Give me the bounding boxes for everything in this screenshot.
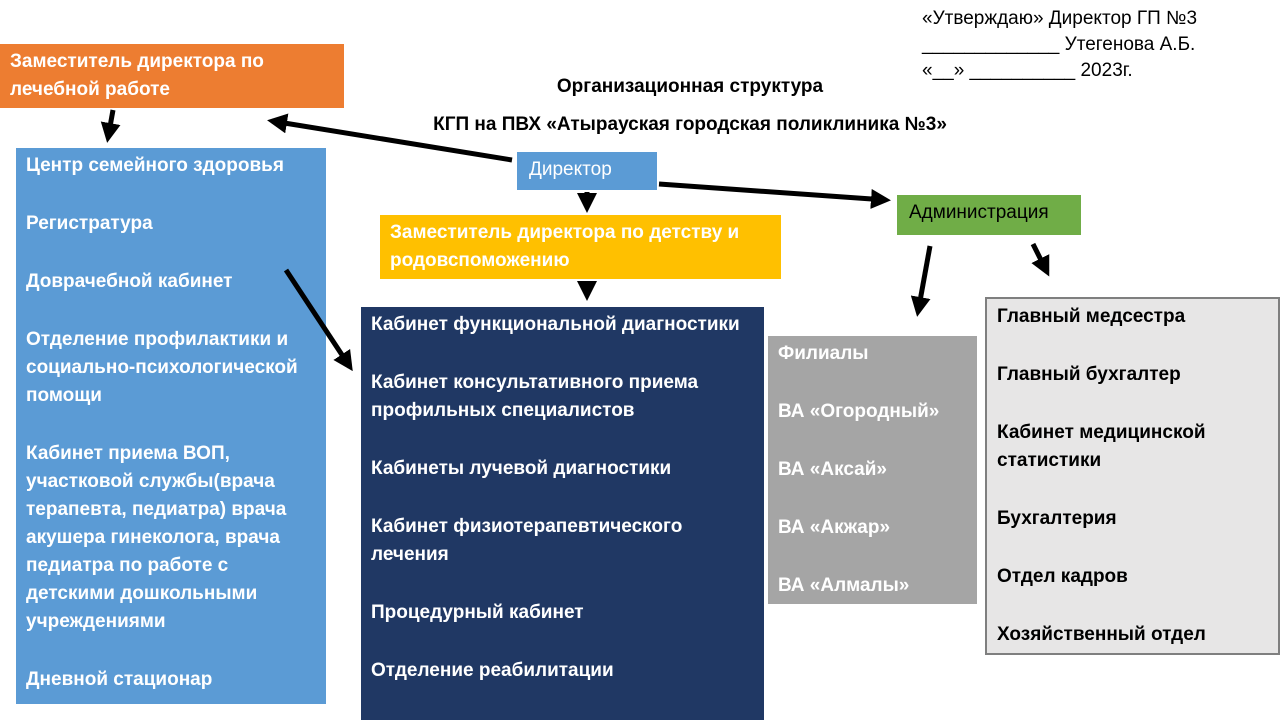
diagnostic-list: Кабинет функциональной диагностики Кабин… (361, 307, 764, 720)
list-item: Отделение профилактики и социально-психо… (26, 329, 298, 406)
list-item: Регистратура (26, 213, 153, 234)
list-item: Кабинет функциональной диагностики (371, 314, 740, 335)
deputy-medical-box: Заместитель директора по лечебной работе (0, 44, 344, 108)
family-health-list: Центр семейного здоровья Регистратура До… (16, 148, 326, 704)
list-item: Дневной стационар (26, 669, 213, 690)
list-item: Кабинет медицинской статистики (997, 422, 1206, 471)
list-item: ВА «Аксай» (778, 459, 887, 480)
list-item: ВА «Алмалы» (778, 575, 910, 596)
arrow-administration-to-branches (910, 245, 933, 317)
list-item: Доврачебной кабинет (26, 271, 233, 292)
administration-box: Администрация (897, 195, 1081, 235)
list-item: Отделение реабилитации (371, 660, 614, 681)
list-item: Кабинет приема ВОП, участковой службы(вр… (26, 443, 287, 632)
list-item: Хозяйственный отдел (997, 624, 1206, 645)
approval-line-1: «Утверждаю» Директор ГП №3 (922, 8, 1198, 29)
approval-block: «Утверждаю» Директор ГП №3 _____________… (922, 6, 1272, 84)
list-item: Главный бухгалтер (997, 364, 1181, 385)
list-item: Кабинеты лучевой диагностики (371, 458, 672, 479)
title-line-2: КГП на ПВХ «Атырауская городская поликли… (433, 114, 947, 135)
arrow-director-to-administration (658, 181, 891, 209)
title-line-1: Организационная структура (556, 76, 824, 97)
approval-line-3: «__» __________ 2023г. (922, 60, 1133, 81)
deputy-children-box: Заместитель директора по детству и родов… (380, 215, 781, 279)
arrow-deputy-medical-to-list (100, 109, 121, 143)
list-item: ВА «Акжар» (778, 517, 891, 538)
approval-line-2: _____________ Утегенова А.Б. (922, 34, 1196, 55)
list-item: Кабинет консультативного приема профильн… (371, 372, 699, 421)
administration-units-list: Главный медсестра Главный бухгалтер Каби… (985, 297, 1280, 655)
list-item: Центр семейного здоровья (26, 155, 284, 176)
arrow-administration-to-units (1030, 242, 1050, 277)
list-item: Бухгалтерия (997, 508, 1117, 529)
director-box: Директор (517, 152, 657, 190)
list-item: Отдел кадров (997, 566, 1128, 587)
list-item: Главный медсестра (997, 306, 1186, 327)
branches-list: Филиалы ВА «Огородный» ВА «Аксай» ВА «Ак… (768, 336, 977, 604)
list-item: ВА «Огородный» (778, 401, 940, 422)
list-item: Кабинет физиотерапевтического лечения (371, 516, 683, 565)
list-item: Процедурный кабинет (371, 602, 584, 623)
list-item: Филиалы (778, 343, 869, 364)
